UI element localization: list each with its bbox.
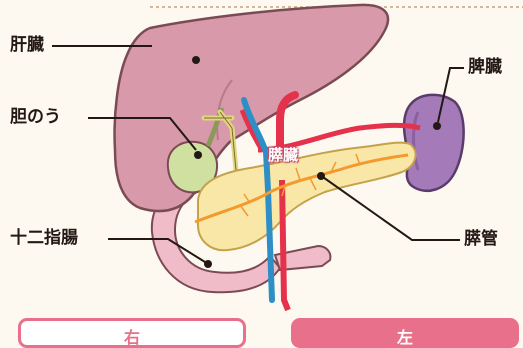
left-side-label: 左 [397, 324, 413, 345]
dot-spleen [433, 122, 441, 130]
dot-duodenum [204, 260, 212, 268]
left-side-tab: 左 [291, 318, 519, 348]
label-pancreatic-duct: 膵管 [464, 231, 498, 248]
label-pancreas: 膵臓 [268, 148, 298, 163]
label-duodenum: 十二指腸 [10, 230, 78, 247]
label-gallbladder: 胆のう [10, 109, 61, 126]
dot-liver [192, 56, 200, 64]
right-side-tab: 右 [18, 318, 246, 348]
right-side-label: 右 [124, 324, 140, 345]
label-liver: 肝臓 [10, 37, 44, 54]
label-spleen: 脾臓 [468, 59, 502, 76]
dot-pancreatic-duct [317, 172, 325, 180]
anatomy-diagram: 肝臓 胆のう 十二指腸 脾臓 膵管 膵臓 右 左 [0, 0, 523, 341]
dot-gallbladder [194, 151, 202, 159]
organ-illustration [0, 0, 523, 341]
